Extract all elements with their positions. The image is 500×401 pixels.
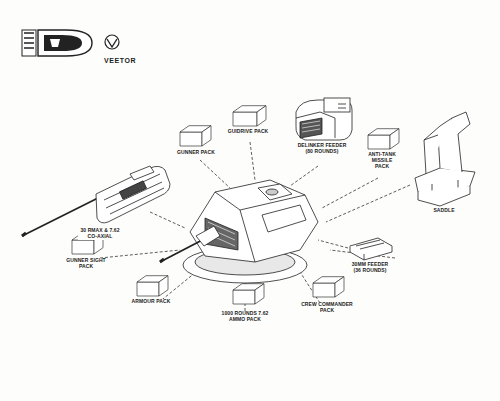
part-label: DELINKER FEEDER (80 ROUNDS) <box>296 143 348 155</box>
delinker-feeder <box>296 98 352 140</box>
pack-box <box>202 126 211 146</box>
part-label: 30 RMAX & 7.62 CO-AXIAL <box>78 228 122 240</box>
part-label: GUNNER PACK <box>176 150 216 156</box>
part-label: GUNNER SIGHT PACK <box>63 258 109 270</box>
pack-box <box>255 284 264 304</box>
part-label: 30MM FEEDER (36 ROUNDS) <box>347 262 393 274</box>
pack-box <box>313 283 335 297</box>
pack-box <box>233 112 257 126</box>
part-label: GUIDRIVE PACK <box>227 129 270 135</box>
part-label: ARMOUR PACK <box>131 299 172 305</box>
pack-box <box>257 106 266 126</box>
coaxial-gun <box>22 166 170 236</box>
pack-box <box>390 129 399 149</box>
pack-box <box>368 135 390 149</box>
pack-box <box>159 276 168 296</box>
saddle <box>415 112 475 206</box>
leader-lines <box>100 142 410 311</box>
brand-name: VEETOR <box>103 57 137 65</box>
pack-box <box>233 290 255 304</box>
pack-box <box>180 132 202 146</box>
brand-logo <box>22 30 119 56</box>
turret <box>160 180 318 283</box>
pack-box <box>137 282 159 296</box>
30mm-feeder <box>350 238 392 260</box>
pack-box <box>72 240 94 254</box>
pack-box <box>335 277 344 297</box>
part-label: 1000 ROUNDS 7.62 AMMO PACK <box>220 311 270 323</box>
part-label: SADDLE <box>432 208 455 214</box>
part-label: CREW COMMANDER PACK <box>299 302 355 314</box>
part-label: ANTI-TANK MISSILE PACK <box>364 152 400 169</box>
